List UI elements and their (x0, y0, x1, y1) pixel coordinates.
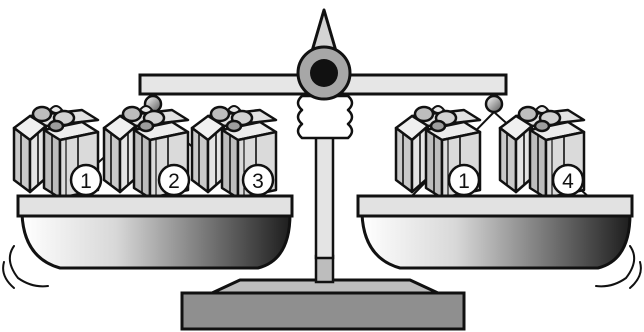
right-box-1-label: 1 (458, 170, 470, 193)
left-box-2: 2 (104, 106, 189, 198)
left-pan (22, 214, 290, 268)
left-box-1-label: 1 (80, 170, 92, 193)
right-pan (362, 214, 630, 268)
scale-pillar (298, 96, 352, 258)
right-pan-rim (358, 196, 632, 216)
left-box-3-label: 3 (252, 170, 264, 193)
left-box-1: 1 (14, 106, 101, 198)
right-box-1: 1 (396, 106, 480, 198)
left-box-2-label: 2 (168, 170, 180, 193)
left-box-3: 3 (192, 106, 276, 198)
scale-beam (140, 10, 506, 112)
right-box-2: 4 (500, 106, 584, 198)
right-box-2-label: 4 (562, 170, 574, 193)
left-pan-rim (18, 196, 292, 216)
